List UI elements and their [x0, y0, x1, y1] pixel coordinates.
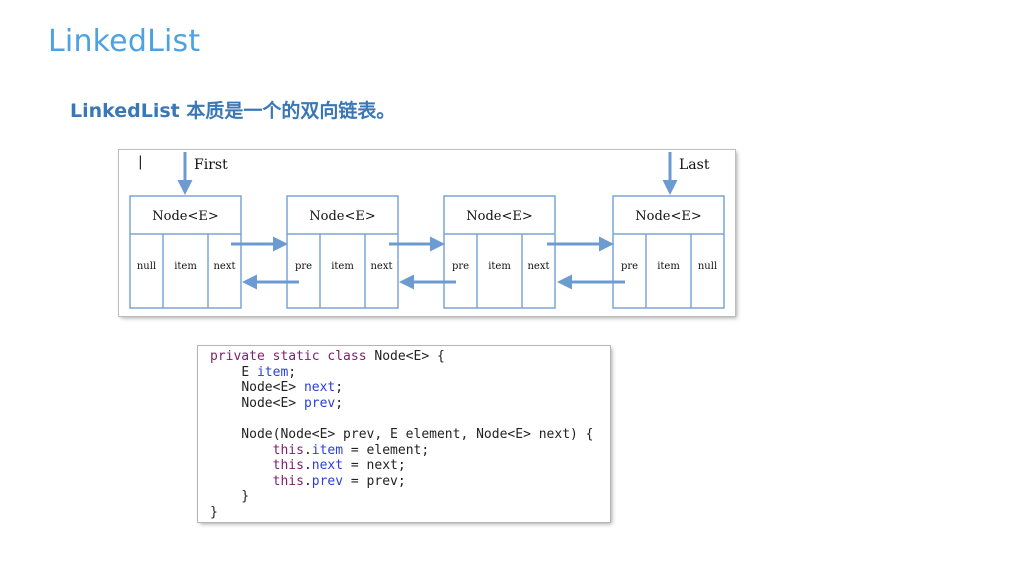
node-title: Node<E>	[309, 209, 376, 224]
code-field: item	[256, 364, 289, 380]
node-cell-left: pre	[295, 261, 312, 272]
code-text: .	[303, 473, 312, 489]
code-field: next	[311, 458, 344, 474]
code-indent	[210, 443, 273, 458]
code-text: ;	[335, 380, 344, 396]
code-field: item	[311, 442, 344, 458]
code-text: = prev;	[343, 473, 406, 489]
node-box	[286, 195, 399, 309]
code-keyword: this	[272, 442, 304, 458]
list-node-2: Node<E> pre item next	[286, 195, 399, 309]
cursor-mark: |	[138, 154, 143, 170]
code-keyword: private static class	[210, 349, 367, 364]
node-cell-right: next	[370, 261, 392, 272]
node-cell-item: item	[174, 261, 197, 272]
code-text: .	[303, 442, 312, 458]
code-indent	[210, 396, 241, 411]
code-indent	[210, 380, 241, 395]
code-text: ;	[288, 364, 297, 380]
list-node-1: Node<E> null item next	[129, 195, 242, 309]
first-label: First	[194, 157, 228, 173]
code-text: Node<E> {	[366, 349, 445, 364]
node-cell-left: pre	[452, 261, 469, 272]
code-indent	[210, 458, 273, 473]
code-text: Node<E>	[241, 395, 304, 411]
slide-title: LinkedList	[48, 24, 201, 59]
slide-subtitle: LinkedList 本质是一个的双向链表。	[70, 100, 396, 122]
code-text: Node(Node<E> prev, E element, Node<E> ne…	[210, 426, 594, 442]
code-block: private static class Node<E> { E item; N…	[198, 346, 610, 521]
node-box	[443, 195, 556, 309]
code-keyword: this	[272, 458, 304, 474]
code-field: next	[303, 380, 336, 396]
node-title: Node<E>	[466, 209, 533, 224]
node-cell-right: next	[213, 261, 235, 272]
code-text: .	[303, 458, 312, 474]
code-indent	[210, 474, 273, 489]
code-text: = element;	[343, 442, 430, 458]
code-text: }	[210, 504, 218, 520]
code-field: prev	[311, 473, 344, 489]
code-indent	[210, 365, 241, 380]
node-cell-item: item	[488, 261, 511, 272]
node-cell-right: null	[698, 261, 717, 272]
code-text: Node<E>	[241, 380, 304, 396]
code-text: = next;	[343, 458, 406, 474]
arrows-layer	[177, 152, 678, 290]
node-box	[129, 195, 242, 309]
code-keyword: this	[272, 473, 304, 489]
node-cell-right: next	[527, 261, 549, 272]
node-cell-item: item	[331, 261, 354, 272]
node-cell-left: null	[137, 261, 156, 272]
node-cell-left: pre	[621, 261, 638, 272]
list-node-4: Node<E> pre item null	[612, 195, 725, 309]
code-text: }	[210, 489, 250, 505]
list-node-3: Node<E> pre item next	[443, 195, 556, 309]
node-title: Node<E>	[635, 209, 702, 224]
last-label: Last	[679, 157, 710, 173]
code-snippet: private static class Node<E> { E item; N…	[198, 346, 610, 522]
code-field: prev	[303, 395, 336, 411]
node-box	[612, 195, 725, 309]
node-cell-item: item	[657, 261, 680, 272]
code-text: E	[241, 364, 257, 380]
node-title: Node<E>	[152, 209, 219, 224]
code-text: ;	[335, 395, 344, 411]
